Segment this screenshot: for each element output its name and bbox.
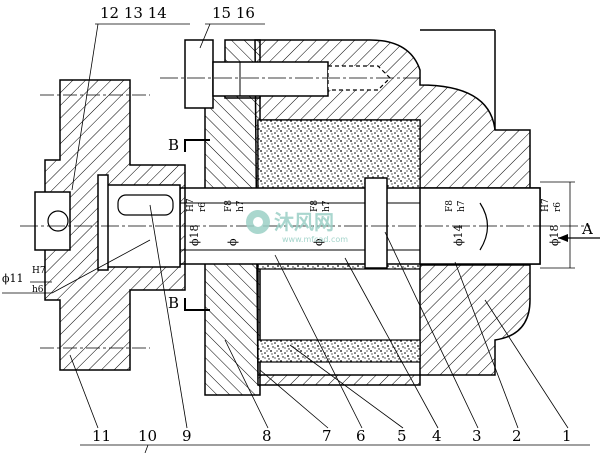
- label-8: 8: [262, 427, 272, 445]
- dim-d11: ϕ11: [2, 272, 24, 285]
- svg-text:15 16: 15 16: [212, 4, 255, 22]
- dim-f8-1: ϕ: [226, 238, 239, 246]
- section-mark-lower: B: [168, 294, 210, 312]
- fit-left-shaft: r6: [198, 202, 208, 212]
- label-2: 2: [512, 427, 522, 445]
- leader-4: [344, 257, 439, 429]
- view-mark-a: A: [558, 220, 600, 242]
- fit-11-shaft: h6: [32, 285, 44, 295]
- leader-11: [69, 354, 99, 429]
- label-6: 6: [356, 427, 366, 445]
- gear-lower: [257, 339, 421, 363]
- label-10: 10: [138, 427, 157, 445]
- fit-f8-2-hole: F8: [310, 200, 320, 212]
- fit-left-hole: H7: [186, 198, 196, 212]
- fit-14-hole: F8: [445, 200, 455, 212]
- leader-7: [259, 369, 329, 429]
- dim-d14: ϕ14: [452, 225, 465, 247]
- leader-9: [149, 204, 188, 429]
- section-mark-upper: B: [168, 136, 210, 154]
- fit-f8-2-shaft: h7: [322, 200, 332, 212]
- label-group-15-16: 15 16: [199, 4, 265, 49]
- leader-1: [484, 299, 569, 429]
- label-4: 4: [432, 427, 442, 445]
- fit-14-shaft: h7: [457, 200, 467, 212]
- watermark-url: www.mfcad.com: [282, 235, 348, 244]
- watermark-brand: 沐风网: [274, 210, 334, 234]
- leader-3: [384, 231, 479, 429]
- label-group-12-13-14: 12 13 14: [71, 4, 190, 191]
- label-9: 9: [182, 427, 192, 445]
- leader-2: [454, 261, 519, 429]
- label-5: 5: [397, 427, 407, 445]
- svg-text:B: B: [168, 136, 179, 154]
- label-1: 1: [562, 427, 572, 445]
- label-3: 3: [472, 427, 482, 445]
- pin: [364, 177, 388, 269]
- svg-text:B: B: [168, 294, 179, 312]
- leader-5: [289, 344, 404, 429]
- nut-washer: [34, 174, 109, 271]
- watermark-logo-icon: [246, 210, 270, 234]
- leader-8: [224, 339, 269, 429]
- leader-6: [274, 254, 363, 429]
- svg-text:12 13 14: 12 13 14: [100, 4, 167, 22]
- leader-10: [144, 444, 149, 454]
- bolt: [184, 39, 391, 109]
- gear-upper: [257, 119, 421, 191]
- fit-f8-1-shaft: h7: [236, 200, 246, 212]
- fit-f8-1-hole: F8: [224, 200, 234, 212]
- bottom-label-row: 11 10 9 8 7 6 5 4 3 2 1: [69, 204, 590, 454]
- label-11: 11: [92, 427, 111, 445]
- watermark: 沐风网 www.mfcad.com: [246, 210, 348, 244]
- fit-right-hole: H7: [541, 198, 551, 212]
- fit-right-shaft: r6: [553, 202, 563, 212]
- dim-d18-right: ϕ18: [548, 225, 561, 247]
- fit-11-hole: H7: [32, 266, 46, 276]
- label-7: 7: [322, 427, 332, 445]
- dim-f8-2: ϕ: [312, 238, 325, 246]
- svg-text:A: A: [581, 220, 593, 238]
- dim-d18-left: ϕ18: [188, 225, 201, 247]
- dim-d11-group: ϕ11 H7 h6: [2, 239, 151, 295]
